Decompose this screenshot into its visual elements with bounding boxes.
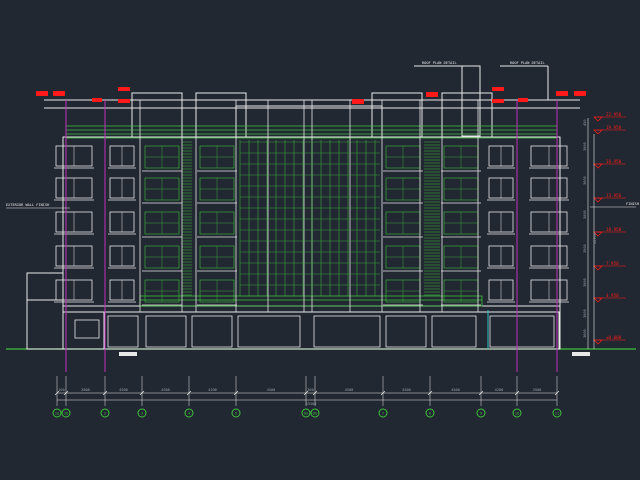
dim-tick — [312, 390, 318, 396]
elevation-value: 13.950 — [606, 193, 622, 198]
roof-label-left: ROOF PLAN DETAIL — [422, 61, 457, 65]
grid-bubble — [378, 408, 388, 418]
dim-text: 450 — [583, 120, 587, 127]
grid-bubble-label: 2 — [104, 412, 106, 416]
grid-bubble-label: 9 — [480, 412, 482, 416]
grid-bubble-label: 11 — [555, 412, 559, 416]
elevation-value: 7.950 — [606, 261, 619, 266]
elevation-value: 19.950 — [606, 125, 622, 130]
grid-bubble — [476, 408, 486, 418]
grid-bubble-label: 6b — [313, 412, 317, 416]
grid-bubble — [100, 408, 110, 418]
right-note: FINISH — [626, 202, 639, 206]
grid-bubble — [137, 408, 147, 418]
dim-tick — [478, 390, 484, 396]
annex-window — [74, 319, 100, 339]
dim-tick — [380, 390, 386, 396]
bottom-dim-text: 100 — [58, 388, 65, 392]
grid-bubble — [552, 408, 562, 418]
building-outline — [26, 65, 580, 350]
dim-tick — [139, 390, 145, 396]
bottom-dim-text: 4500 — [451, 388, 460, 392]
shopfront — [431, 315, 477, 348]
bottom-dim-text: 4500 — [119, 388, 128, 392]
dim-text: 3000 — [583, 176, 587, 185]
grid-bubble-label: 6a — [304, 412, 308, 416]
bottom-total-text: 53300 — [306, 402, 317, 406]
bottom-dimension-chain: 100 2800 4500 4500 4200 4500 300 4500 4500 4500 42… — [54, 376, 560, 406]
grid-bubble — [52, 408, 62, 418]
grid-bubble-label: 10 — [515, 412, 519, 416]
bottom-dim-text: 2800 — [81, 388, 90, 392]
grid-bubble-label: 3 — [141, 412, 143, 416]
dim-tick — [303, 390, 309, 396]
bottom-dim-text: 3500 — [533, 388, 542, 392]
ground-floor-shopfronts — [74, 310, 555, 349]
elevation-value: ±0.000 — [606, 335, 622, 340]
dim-text: 3600 — [583, 329, 587, 338]
roof-markers — [36, 87, 586, 104]
grid-bubble-label: 7 — [382, 412, 384, 416]
dim-text: 3000 — [583, 244, 587, 253]
elevation-value: 10.950 — [606, 227, 622, 232]
grid-bubble — [184, 408, 194, 418]
curtain-wall — [239, 140, 380, 296]
shopfront — [489, 315, 555, 348]
bottom-dim-text: 4200 — [208, 388, 217, 392]
window-group — [54, 100, 569, 312]
left-note: EXTERIOR WALL FINISH — [6, 203, 49, 207]
scale-bar-left — [119, 352, 137, 356]
dim-tick — [554, 390, 560, 396]
shopfront — [107, 315, 139, 348]
bottom-dim-text: 4500 — [267, 388, 276, 392]
grid-bubble-label: 5 — [235, 412, 237, 416]
bottom-dim-text: 4200 — [495, 388, 504, 392]
shopfront — [191, 315, 233, 348]
axis-lines — [65, 100, 558, 372]
grid-bubble-label: 4 — [188, 412, 190, 416]
elevation-value: 16.950 — [606, 159, 622, 164]
dim-tick — [63, 390, 69, 396]
dim-tick — [233, 390, 239, 396]
grid-axis-bubbles: 1a 1b 2 3 4 5 6a 6b 7 8 9 10 11 — [52, 408, 562, 418]
scale-bar-right — [572, 352, 590, 356]
dim-tick — [102, 390, 108, 396]
grid-bubble-label: 1a — [55, 412, 59, 416]
dim-text: 3000 — [583, 142, 587, 151]
dim-total-text: 22950 — [593, 233, 597, 244]
elevation-value: 4.950 — [606, 293, 619, 298]
elevation-value: 22.950 — [606, 112, 622, 117]
grid-bubble — [301, 408, 311, 418]
grid-bubble-label: 1b — [64, 412, 68, 416]
shopfront — [313, 315, 381, 348]
dim-tick — [54, 390, 60, 396]
grid-bubble — [512, 408, 522, 418]
dim-tick — [186, 390, 192, 396]
dim-text: 3000 — [583, 309, 587, 318]
shopfront — [145, 315, 187, 348]
right-dimension-chain: 450 3000 3000 3000 3000 3000 3000 3600 22950 — [583, 118, 597, 349]
bottom-dim-text: 4500 — [402, 388, 411, 392]
shopfront — [237, 315, 301, 348]
grid-bubble — [231, 408, 241, 418]
shopfront — [385, 315, 427, 348]
dim-tick — [427, 390, 433, 396]
grid-bubble — [310, 408, 320, 418]
grid-bubble — [425, 408, 435, 418]
dim-tick — [514, 390, 520, 396]
dim-text: 3000 — [583, 278, 587, 287]
grid-bubble-label: 8 — [429, 412, 431, 416]
grid-bubble — [61, 408, 71, 418]
bottom-dim-text: 300 — [307, 388, 314, 392]
bottom-dim-text: 4500 — [345, 388, 354, 392]
elevation-markers: 22.950 19.950 16.950 13.950 10.950 7.950 4.950… — [593, 112, 626, 345]
bottom-dim-text: 4500 — [161, 388, 170, 392]
roof-label-right: ROOF PLAN DETAIL — [510, 61, 545, 65]
dim-text: 3000 — [583, 210, 587, 219]
